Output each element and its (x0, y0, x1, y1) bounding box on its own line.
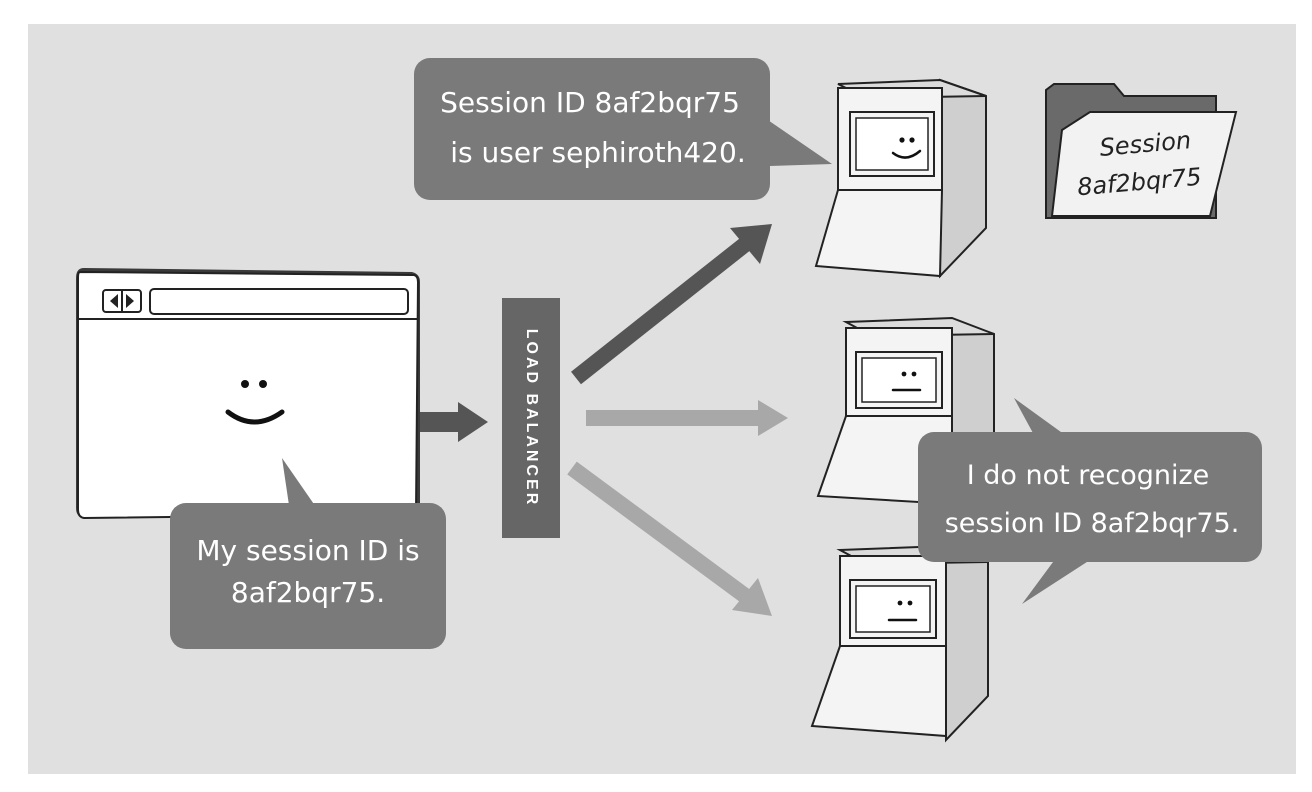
route-arrow-middle (586, 400, 788, 436)
server-known-line1: Session ID 8af2bqr75 (440, 86, 740, 119)
browser-happy-face (225, 380, 285, 425)
browser-to-balancer-arrow (420, 402, 488, 442)
server-unknown-line2: session ID 8af2bqr75. (945, 508, 1240, 539)
load-balancer: LOAD BALANCER (502, 298, 560, 538)
server-unknown-line1: I do not recognize (967, 460, 1210, 491)
back-arrow-icon[interactable] (110, 294, 118, 308)
browser-nav-buttons[interactable] (102, 289, 142, 313)
route-arrow-active (571, 224, 772, 385)
client-speech-line1: My session ID is (196, 534, 419, 567)
server-unknown-speech-bubble: I do not recognize session ID 8af2bqr75. (918, 398, 1262, 604)
server-top (814, 78, 987, 279)
browser-window (76, 268, 420, 520)
client-speech-bubble: My session ID is 8af2bqr75. (170, 458, 446, 649)
load-balancer-box (502, 298, 560, 538)
address-bar[interactable] (149, 288, 409, 315)
route-arrow-bottom (567, 461, 772, 616)
client-speech-line2: 8af2bqr75. (231, 576, 385, 609)
forward-arrow-icon[interactable] (126, 294, 134, 308)
server-known-line2: is user sephiroth420. (450, 136, 745, 169)
server-known-speech-bubble: Session ID 8af2bqr75 is user sephiroth42… (414, 58, 832, 200)
load-balancer-label: LOAD BALANCER (523, 329, 540, 508)
session-folder: Session 8af2bqr75 (1045, 83, 1238, 219)
